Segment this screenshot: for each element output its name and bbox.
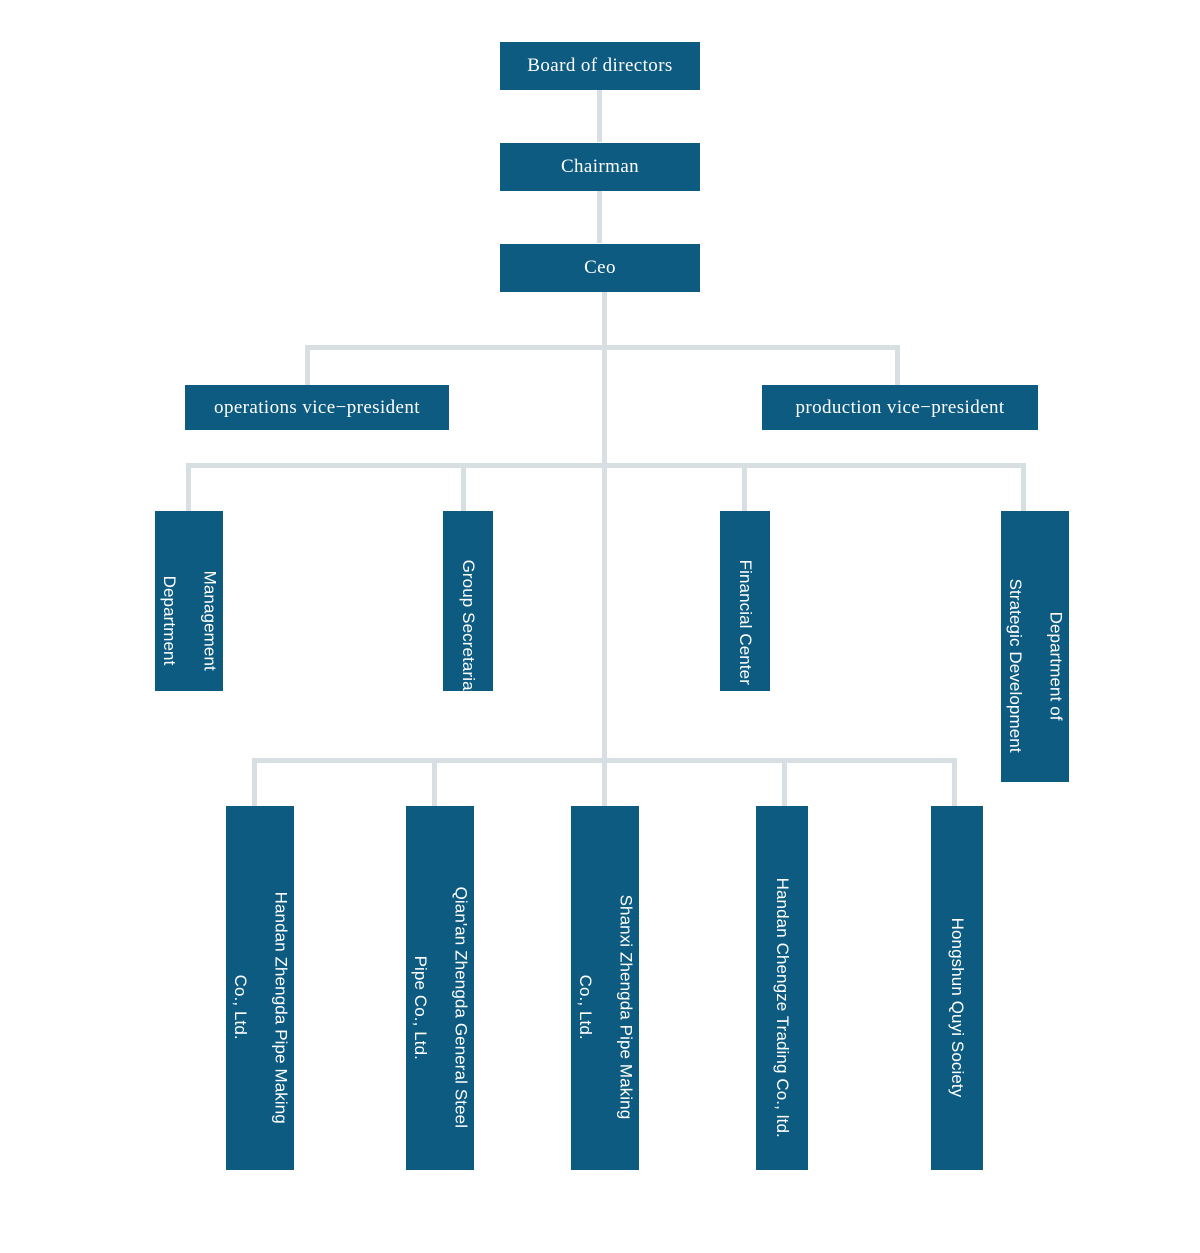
node-label: production vice−president (795, 396, 1005, 418)
node-ceo[interactable]: Ceo (500, 244, 700, 292)
node-label-line-2: Strategic Development (1005, 578, 1025, 753)
connector-drop-financial-center (742, 463, 747, 511)
node-operations-vice-president[interactable]: operations vice−president (185, 385, 449, 430)
node-label-line-1: Qian'an Zhengda General Steel (451, 886, 471, 1129)
vertical-text: Handan Zhengda Pipe Making Co., Ltd. (209, 816, 311, 1160)
vertical-text-wrapper: Financial Center (736, 511, 755, 691)
vertical-text: Group Secretariat (437, 521, 498, 696)
node-handan-chengze-trading[interactable]: Handan Chengze Trading Co., ltd. (756, 806, 808, 1170)
node-chairman[interactable]: Chairman (500, 143, 700, 191)
connector-board-to-chairman (597, 90, 602, 142)
vertical-text: Shanxi Zhengda Pipe Making Co., Ltd. (554, 816, 656, 1160)
connector-drop-production-vp (895, 345, 900, 385)
node-qianan-zhengda-general-steel-pipe[interactable]: Qian'an Zhengda General Steel Pipe Co., … (406, 806, 474, 1170)
vertical-text: Department of Strategic Development (984, 521, 1086, 772)
connector-bus-vice-presidents (305, 345, 900, 350)
node-management-department[interactable]: Management Department (155, 511, 223, 691)
vertical-text-wrapper: Group Secretariat (459, 511, 478, 696)
vertical-text-wrapper: Shanxi Zhengda Pipe Making Co., Ltd. (576, 806, 636, 1170)
node-board-of-directors[interactable]: Board of directors (500, 42, 700, 90)
node-label-line-1: Shanxi Zhengda Pipe Making (616, 894, 636, 1120)
connector-chairman-to-ceo (597, 191, 602, 243)
connector-ceo-spine (602, 292, 607, 762)
connector-drop-qianan-zhengda (432, 758, 437, 806)
node-label: Chairman (560, 156, 640, 178)
connector-drop-operations-vp (305, 345, 310, 385)
node-label: Financial Center (736, 559, 756, 685)
node-production-vice-president[interactable]: production vice−president (762, 385, 1038, 430)
connector-drop-strategic-development (1021, 463, 1026, 511)
node-label-line-2: Co., Ltd. (575, 974, 595, 1040)
connector-drop-group-secretariat (461, 463, 466, 511)
node-label-line-1: Handan Zhengda Pipe Making (271, 891, 291, 1124)
node-label-line-2: Pipe Co., Ltd. (410, 955, 430, 1060)
vertical-text-wrapper: Hongshun Quyi Society (948, 806, 967, 1170)
node-label: Ceo (584, 257, 616, 279)
vertical-text-wrapper: Qian'an Zhengda General Steel Pipe Co., … (411, 806, 471, 1170)
vertical-text: Hongshun Quyi Society (926, 816, 987, 1160)
node-department-of-strategic-development[interactable]: Department of Strategic Development (1001, 511, 1069, 782)
connector-drop-handan-chengze (782, 758, 787, 806)
vertical-text: Qian'an Zhengda General Steel Pipe Co., … (389, 816, 491, 1160)
connector-drop-hongshun-quyi (952, 758, 957, 806)
node-label: operations vice−president (214, 396, 420, 418)
vertical-text: Handan Chengze Trading Co., ltd. (751, 816, 812, 1160)
node-hongshun-quyi-society[interactable]: Hongshun Quyi Society (931, 806, 983, 1170)
node-label: Group Secretariat (459, 559, 479, 696)
node-label: Handan Chengze Trading Co., ltd. (773, 877, 793, 1138)
node-shanxi-zhengda-pipe-making[interactable]: Shanxi Zhengda Pipe Making Co., Ltd. (571, 806, 639, 1170)
vertical-text-wrapper: Handan Zhengda Pipe Making Co., Ltd. (231, 806, 291, 1170)
connector-bus-departments (186, 463, 1026, 468)
connector-drop-shanxi-zhengda (602, 758, 607, 806)
node-handan-zhengda-pipe-making[interactable]: Handan Zhengda Pipe Making Co., Ltd. (226, 806, 294, 1170)
node-label-line-2: Co., Ltd. (230, 974, 250, 1040)
node-label: Hongshun Quyi Society (948, 917, 968, 1098)
connector-drop-management-department (186, 463, 191, 511)
vertical-text-wrapper: Handan Chengze Trading Co., ltd. (773, 806, 792, 1170)
node-label: Board of directors (527, 55, 673, 77)
vertical-text: Financial Center (714, 521, 775, 685)
node-financial-center[interactable]: Financial Center (720, 511, 770, 691)
node-label-line-1: Management (200, 570, 220, 671)
node-label-line-2: Department (159, 575, 179, 666)
vertical-text-wrapper: Department of Strategic Development (1006, 511, 1066, 782)
connector-drop-handan-zhengda (252, 758, 257, 806)
vertical-text-wrapper: Management Department (160, 511, 220, 691)
node-label-line-1: Department of (1046, 611, 1066, 721)
node-group-secretariat[interactable]: Group Secretariat (443, 511, 493, 696)
vertical-text: Management Department (138, 521, 240, 681)
